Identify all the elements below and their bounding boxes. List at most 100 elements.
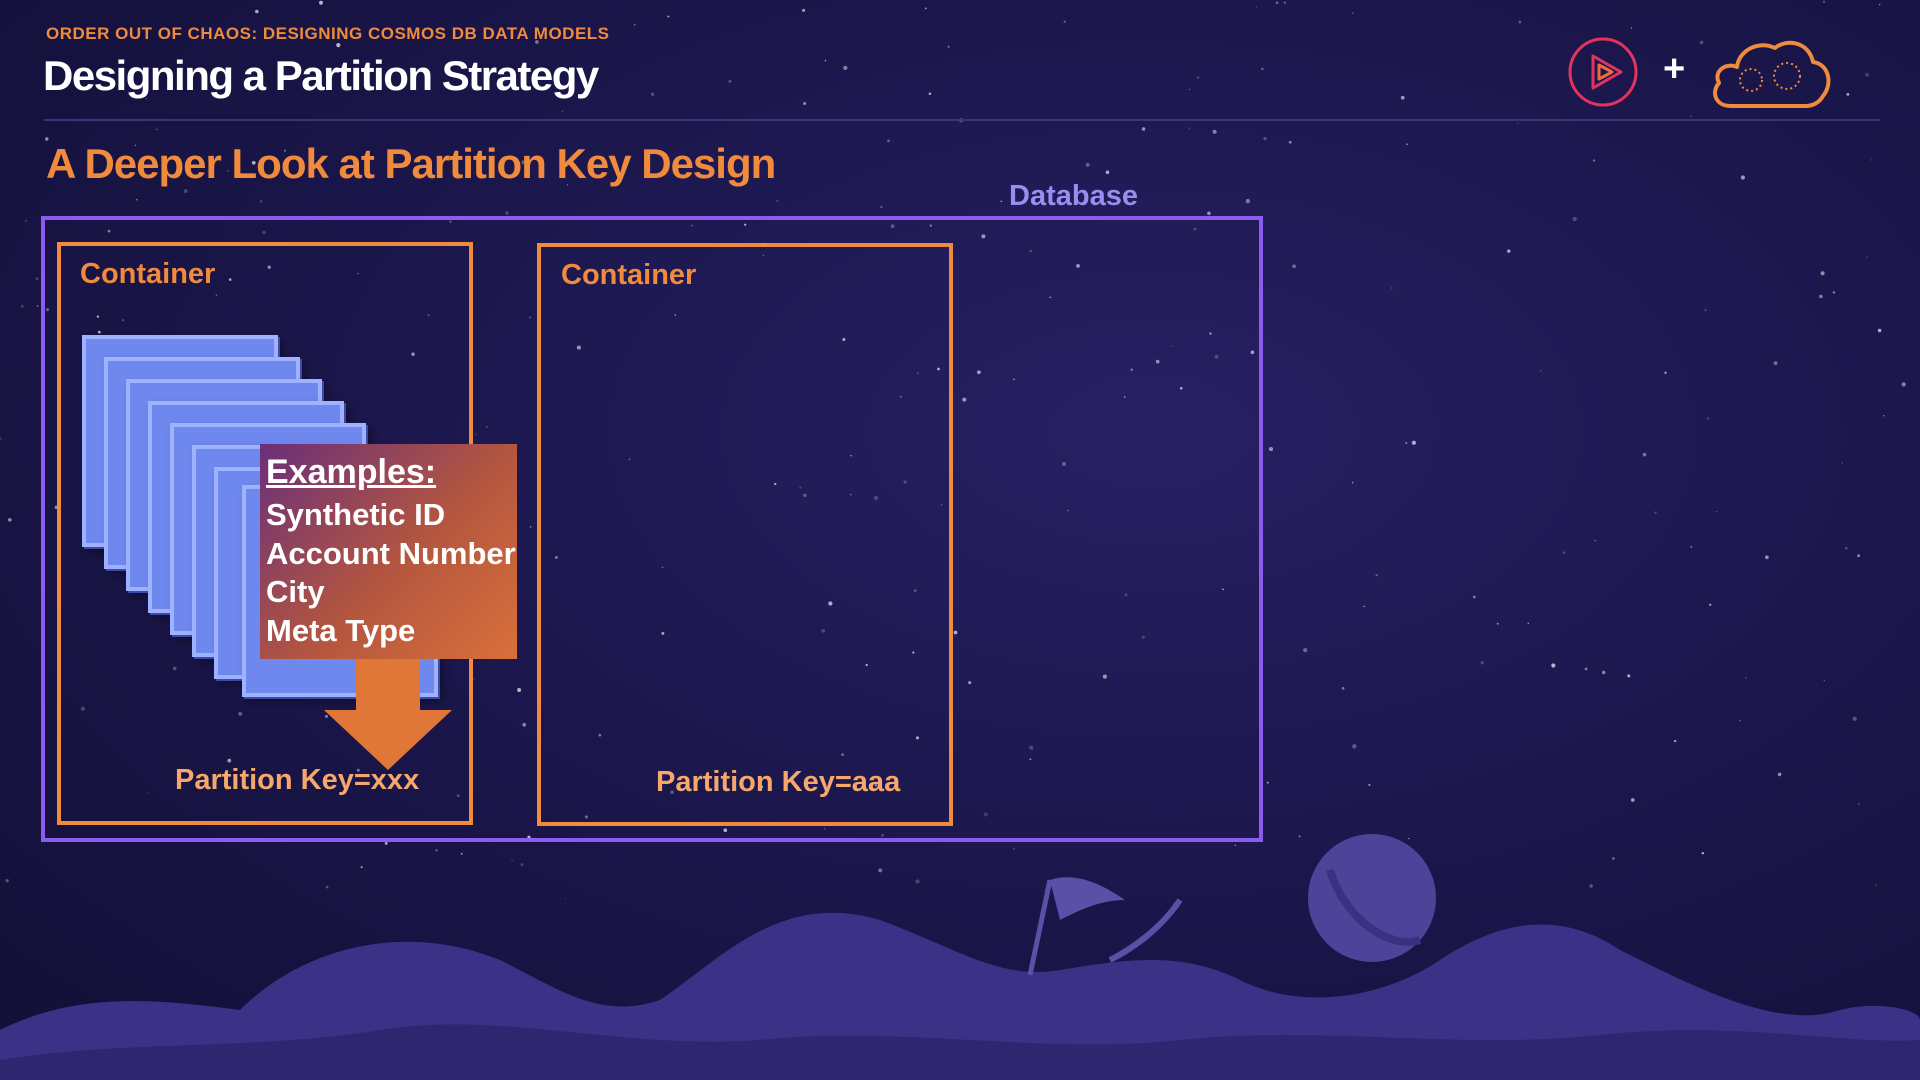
star — [1823, 679, 1826, 682]
star — [1222, 588, 1224, 591]
star — [1739, 719, 1741, 722]
star — [1391, 287, 1393, 289]
star — [880, 833, 885, 838]
star — [947, 45, 950, 48]
star — [1124, 593, 1128, 597]
star — [511, 860, 513, 862]
examples-heading: Examples: — [266, 453, 437, 491]
star — [1877, 328, 1882, 333]
star — [651, 92, 655, 97]
star — [1260, 67, 1264, 71]
star — [983, 812, 988, 817]
star — [449, 220, 452, 223]
star — [661, 566, 664, 569]
star — [486, 425, 488, 428]
star — [1029, 758, 1032, 761]
star — [968, 681, 972, 685]
star — [473, 678, 475, 680]
star — [1303, 648, 1308, 653]
star — [1141, 635, 1145, 639]
star — [45, 308, 50, 312]
star — [319, 0, 323, 5]
star — [80, 706, 86, 711]
star — [880, 206, 883, 208]
star — [842, 338, 846, 341]
star — [1408, 837, 1410, 840]
star — [564, 898, 567, 900]
star — [1263, 137, 1267, 141]
star — [1000, 200, 1002, 202]
star — [1602, 670, 1606, 675]
star — [1480, 661, 1485, 665]
star — [1188, 127, 1191, 129]
star — [1105, 170, 1110, 175]
star — [1846, 93, 1850, 96]
star — [1076, 264, 1080, 268]
star — [147, 792, 149, 794]
star — [336, 43, 341, 48]
star — [828, 601, 833, 606]
star — [1363, 605, 1365, 608]
star — [1740, 175, 1745, 180]
star — [1630, 798, 1635, 802]
star — [356, 768, 360, 772]
star — [1551, 663, 1556, 668]
star — [598, 733, 602, 737]
star — [1368, 783, 1371, 787]
star — [1690, 546, 1693, 548]
star — [1207, 211, 1211, 216]
star — [661, 631, 665, 635]
star — [1268, 446, 1274, 452]
star — [1841, 462, 1843, 464]
star — [929, 224, 933, 227]
star — [674, 314, 677, 316]
star — [1819, 294, 1823, 299]
star — [1193, 227, 1197, 231]
star — [1845, 547, 1848, 550]
star — [324, 714, 329, 718]
star — [1406, 143, 1408, 146]
partition-key-label-1: Partition Key=xxx — [175, 764, 420, 796]
container-label-2: Container — [561, 259, 697, 291]
star — [1250, 350, 1255, 355]
star — [1642, 452, 1647, 457]
star — [456, 794, 460, 798]
star — [917, 372, 919, 374]
star — [134, 144, 137, 147]
star — [1283, 1, 1286, 4]
star — [384, 841, 388, 845]
star — [238, 711, 243, 716]
star — [723, 828, 728, 833]
star — [1496, 622, 1499, 625]
star — [156, 128, 158, 131]
star — [1870, 159, 1873, 161]
star — [1704, 309, 1707, 311]
star — [411, 352, 415, 356]
star — [1351, 481, 1354, 484]
star — [1773, 361, 1778, 366]
star — [259, 200, 263, 203]
star — [1592, 159, 1596, 162]
star — [1874, 884, 1878, 887]
star — [96, 315, 100, 318]
star — [1351, 12, 1354, 15]
star — [1630, 27, 1633, 29]
star — [529, 526, 532, 528]
plus-sign: + — [1663, 48, 1686, 90]
star — [226, 169, 229, 173]
star — [1820, 271, 1825, 276]
star — [475, 433, 477, 436]
star — [1572, 216, 1577, 222]
star — [1123, 396, 1126, 398]
star — [924, 7, 927, 10]
star — [762, 254, 765, 256]
star — [1102, 674, 1107, 679]
star — [1275, 1, 1279, 5]
star — [1029, 745, 1034, 750]
star — [915, 879, 920, 884]
star — [25, 220, 27, 222]
star — [928, 92, 932, 96]
star — [1865, 72, 1870, 77]
star — [36, 305, 39, 307]
